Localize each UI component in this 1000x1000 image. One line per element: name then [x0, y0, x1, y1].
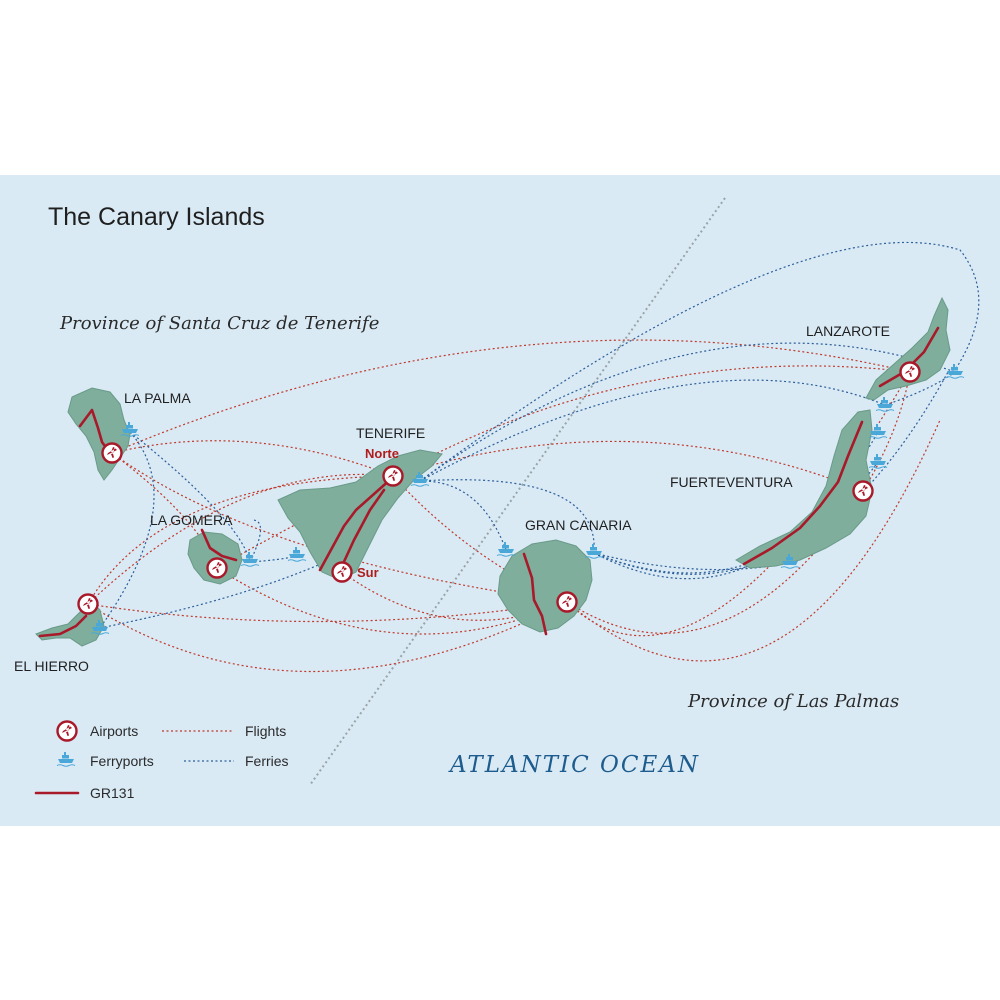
airport-icon[interactable] [556, 591, 578, 613]
airport-label-norte: Norte [365, 446, 399, 461]
island-label-la-palma: LA PALMA [124, 390, 191, 406]
legend-flights: Flights [245, 723, 286, 739]
legend-ferries: Ferries [245, 753, 289, 769]
island-label-la-gomera: LA GOMERA [150, 512, 233, 528]
province-east-label: Province of Las Palmas [687, 691, 899, 712]
airport-icon[interactable] [101, 442, 123, 464]
island-lanzarote [865, 296, 951, 401]
gr131-route [38, 326, 940, 638]
ocean-label: ATLANTIC OCEAN [448, 752, 700, 778]
island-fuerteventura [735, 409, 873, 569]
airport-icon[interactable] [77, 593, 99, 615]
legend-gr131: GR131 [90, 785, 135, 801]
island-label-el-hierro: EL HIERRO [14, 658, 89, 674]
legend: Airports Flights Ferryports Ferries GR13… [34, 720, 289, 801]
island-label-tenerife: TENERIFE [356, 425, 425, 441]
airport-icon[interactable] [852, 480, 874, 502]
airport-icon[interactable] [206, 557, 228, 579]
legend-airports: Airports [90, 723, 138, 739]
province-west-label: Province of Santa Cruz de Tenerife [59, 313, 379, 334]
airport-icon[interactable] [331, 561, 353, 583]
airport-icon [56, 720, 78, 742]
legend-ferryports: Ferryports [90, 753, 154, 769]
island-label-lanzarote: LANZAROTE [806, 323, 890, 339]
island-label-gran-canaria: GRAN CANARIA [525, 517, 632, 533]
airport-icon[interactable] [899, 361, 921, 383]
map-title: The Canary Islands [48, 203, 265, 231]
airport-label-sur: Sur [357, 565, 379, 580]
airport-icon[interactable] [382, 465, 404, 487]
island-label-fuerteventura: FUERTEVENTURA [670, 474, 793, 490]
